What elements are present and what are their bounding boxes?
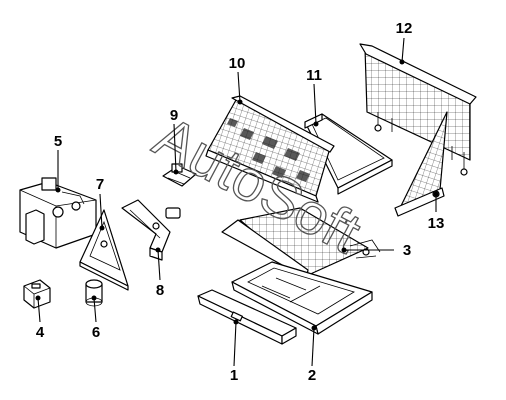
- part-4-switch: [23, 279, 51, 309]
- leader-dot-6: [91, 295, 97, 301]
- callout-10: 10: [229, 55, 246, 72]
- leader-dot-10: [237, 99, 243, 105]
- leader-dot-7: [99, 225, 105, 231]
- leader-line-9: [173, 123, 177, 173]
- part-6-cap: [85, 279, 103, 307]
- part-1-rail: [197, 289, 297, 345]
- leader-dot-5: [55, 187, 61, 193]
- callout-7: 7: [96, 176, 104, 193]
- part-3-mesh-frame: [221, 207, 381, 279]
- part-10-mesh-panel: [205, 95, 335, 203]
- part-11-tray-cover: [304, 113, 393, 195]
- part-7-warning-triangle: [79, 209, 129, 291]
- leader-dot-12: [399, 59, 405, 65]
- leader-dot-8: [155, 247, 161, 253]
- leader-dot-2: [311, 325, 317, 331]
- leader-line-4: [37, 297, 41, 323]
- callout-4: 4: [36, 324, 45, 341]
- callout-11: 11: [306, 67, 322, 84]
- leader-line-12: [401, 37, 405, 63]
- callout-9: 9: [170, 107, 178, 124]
- leader-line-6: [93, 297, 97, 323]
- callout-2: 2: [308, 367, 316, 384]
- callout-6: 6: [92, 324, 100, 341]
- callout-3: 3: [403, 242, 411, 259]
- part-13-side-net: [394, 111, 448, 217]
- leader-dot-4: [35, 295, 41, 301]
- leader-dot-9: [173, 169, 179, 175]
- callout-13: 13: [428, 215, 445, 232]
- leader-line-10: [237, 71, 241, 103]
- leader-dot-1: [233, 319, 239, 325]
- leader-line-1: [233, 321, 237, 367]
- callout-8: 8: [156, 282, 164, 299]
- leader-dot-3: [341, 247, 347, 253]
- part-8-strap: [121, 199, 181, 261]
- part-5-control-box: [19, 177, 97, 249]
- part-2-storage-tray: [231, 261, 373, 335]
- leader-line-8: [157, 249, 161, 281]
- callout-12: 12: [396, 20, 413, 37]
- callout-1: 1: [230, 367, 238, 384]
- leader-line-11: [313, 83, 317, 125]
- leader-line-2: [311, 327, 315, 367]
- leader-lines: [35, 37, 439, 367]
- leader-dot-11: [313, 121, 319, 127]
- part-9-bracket: [162, 163, 197, 187]
- callout-5: 5: [54, 133, 62, 150]
- leader-line-7: [99, 193, 103, 229]
- leader-dot-13: [433, 191, 439, 197]
- callout-labels: 1 2 3 4 5 6 7 8 9 10 11 12 13: [36, 20, 445, 384]
